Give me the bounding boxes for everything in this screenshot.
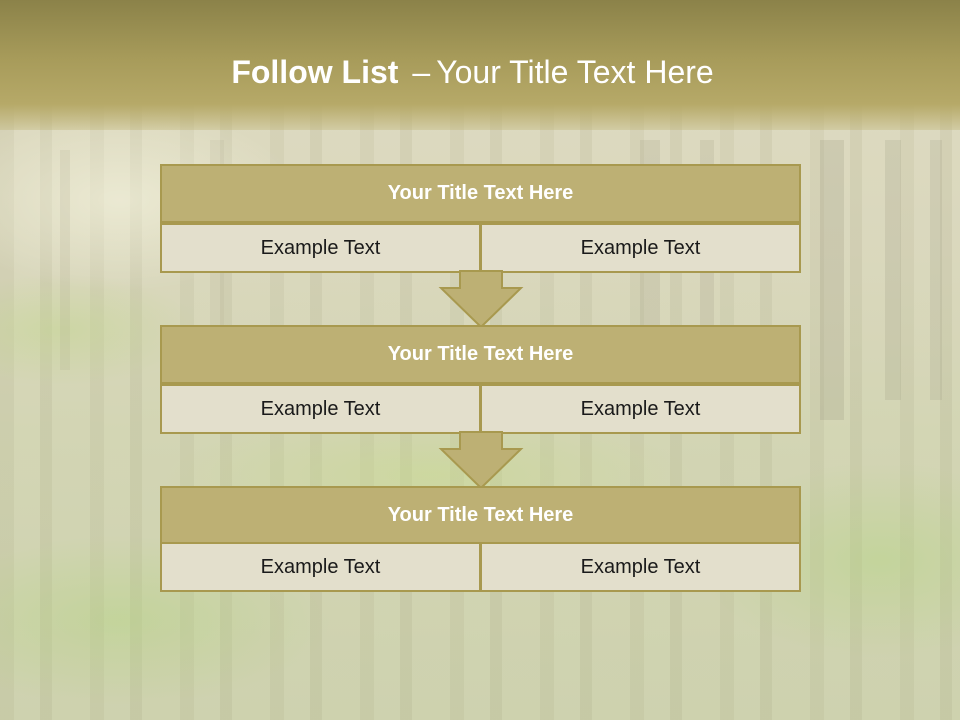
slide-title: Follow List–Your Title Text Here: [0, 54, 945, 91]
title-bold-part: Follow List: [231, 54, 399, 90]
title-rest-part: Your Title Text Here: [436, 54, 714, 90]
step-cell-left: Example Text: [160, 384, 481, 434]
step-cell-right: Example Text: [480, 384, 801, 434]
step-cell-right: Example Text: [480, 223, 801, 273]
step-cell-right: Example Text: [480, 542, 801, 592]
down-arrow-icon: [438, 431, 524, 490]
title-banner: [0, 0, 960, 130]
step-cell-left: Example Text: [160, 223, 481, 273]
down-arrow-icon: [438, 270, 524, 329]
step-title: Your Title Text Here: [160, 325, 801, 384]
step-title: Your Title Text Here: [160, 486, 801, 545]
step-title: Your Title Text Here: [160, 164, 801, 223]
title-dash: –: [412, 54, 431, 90]
step-cell-left: Example Text: [160, 542, 481, 592]
